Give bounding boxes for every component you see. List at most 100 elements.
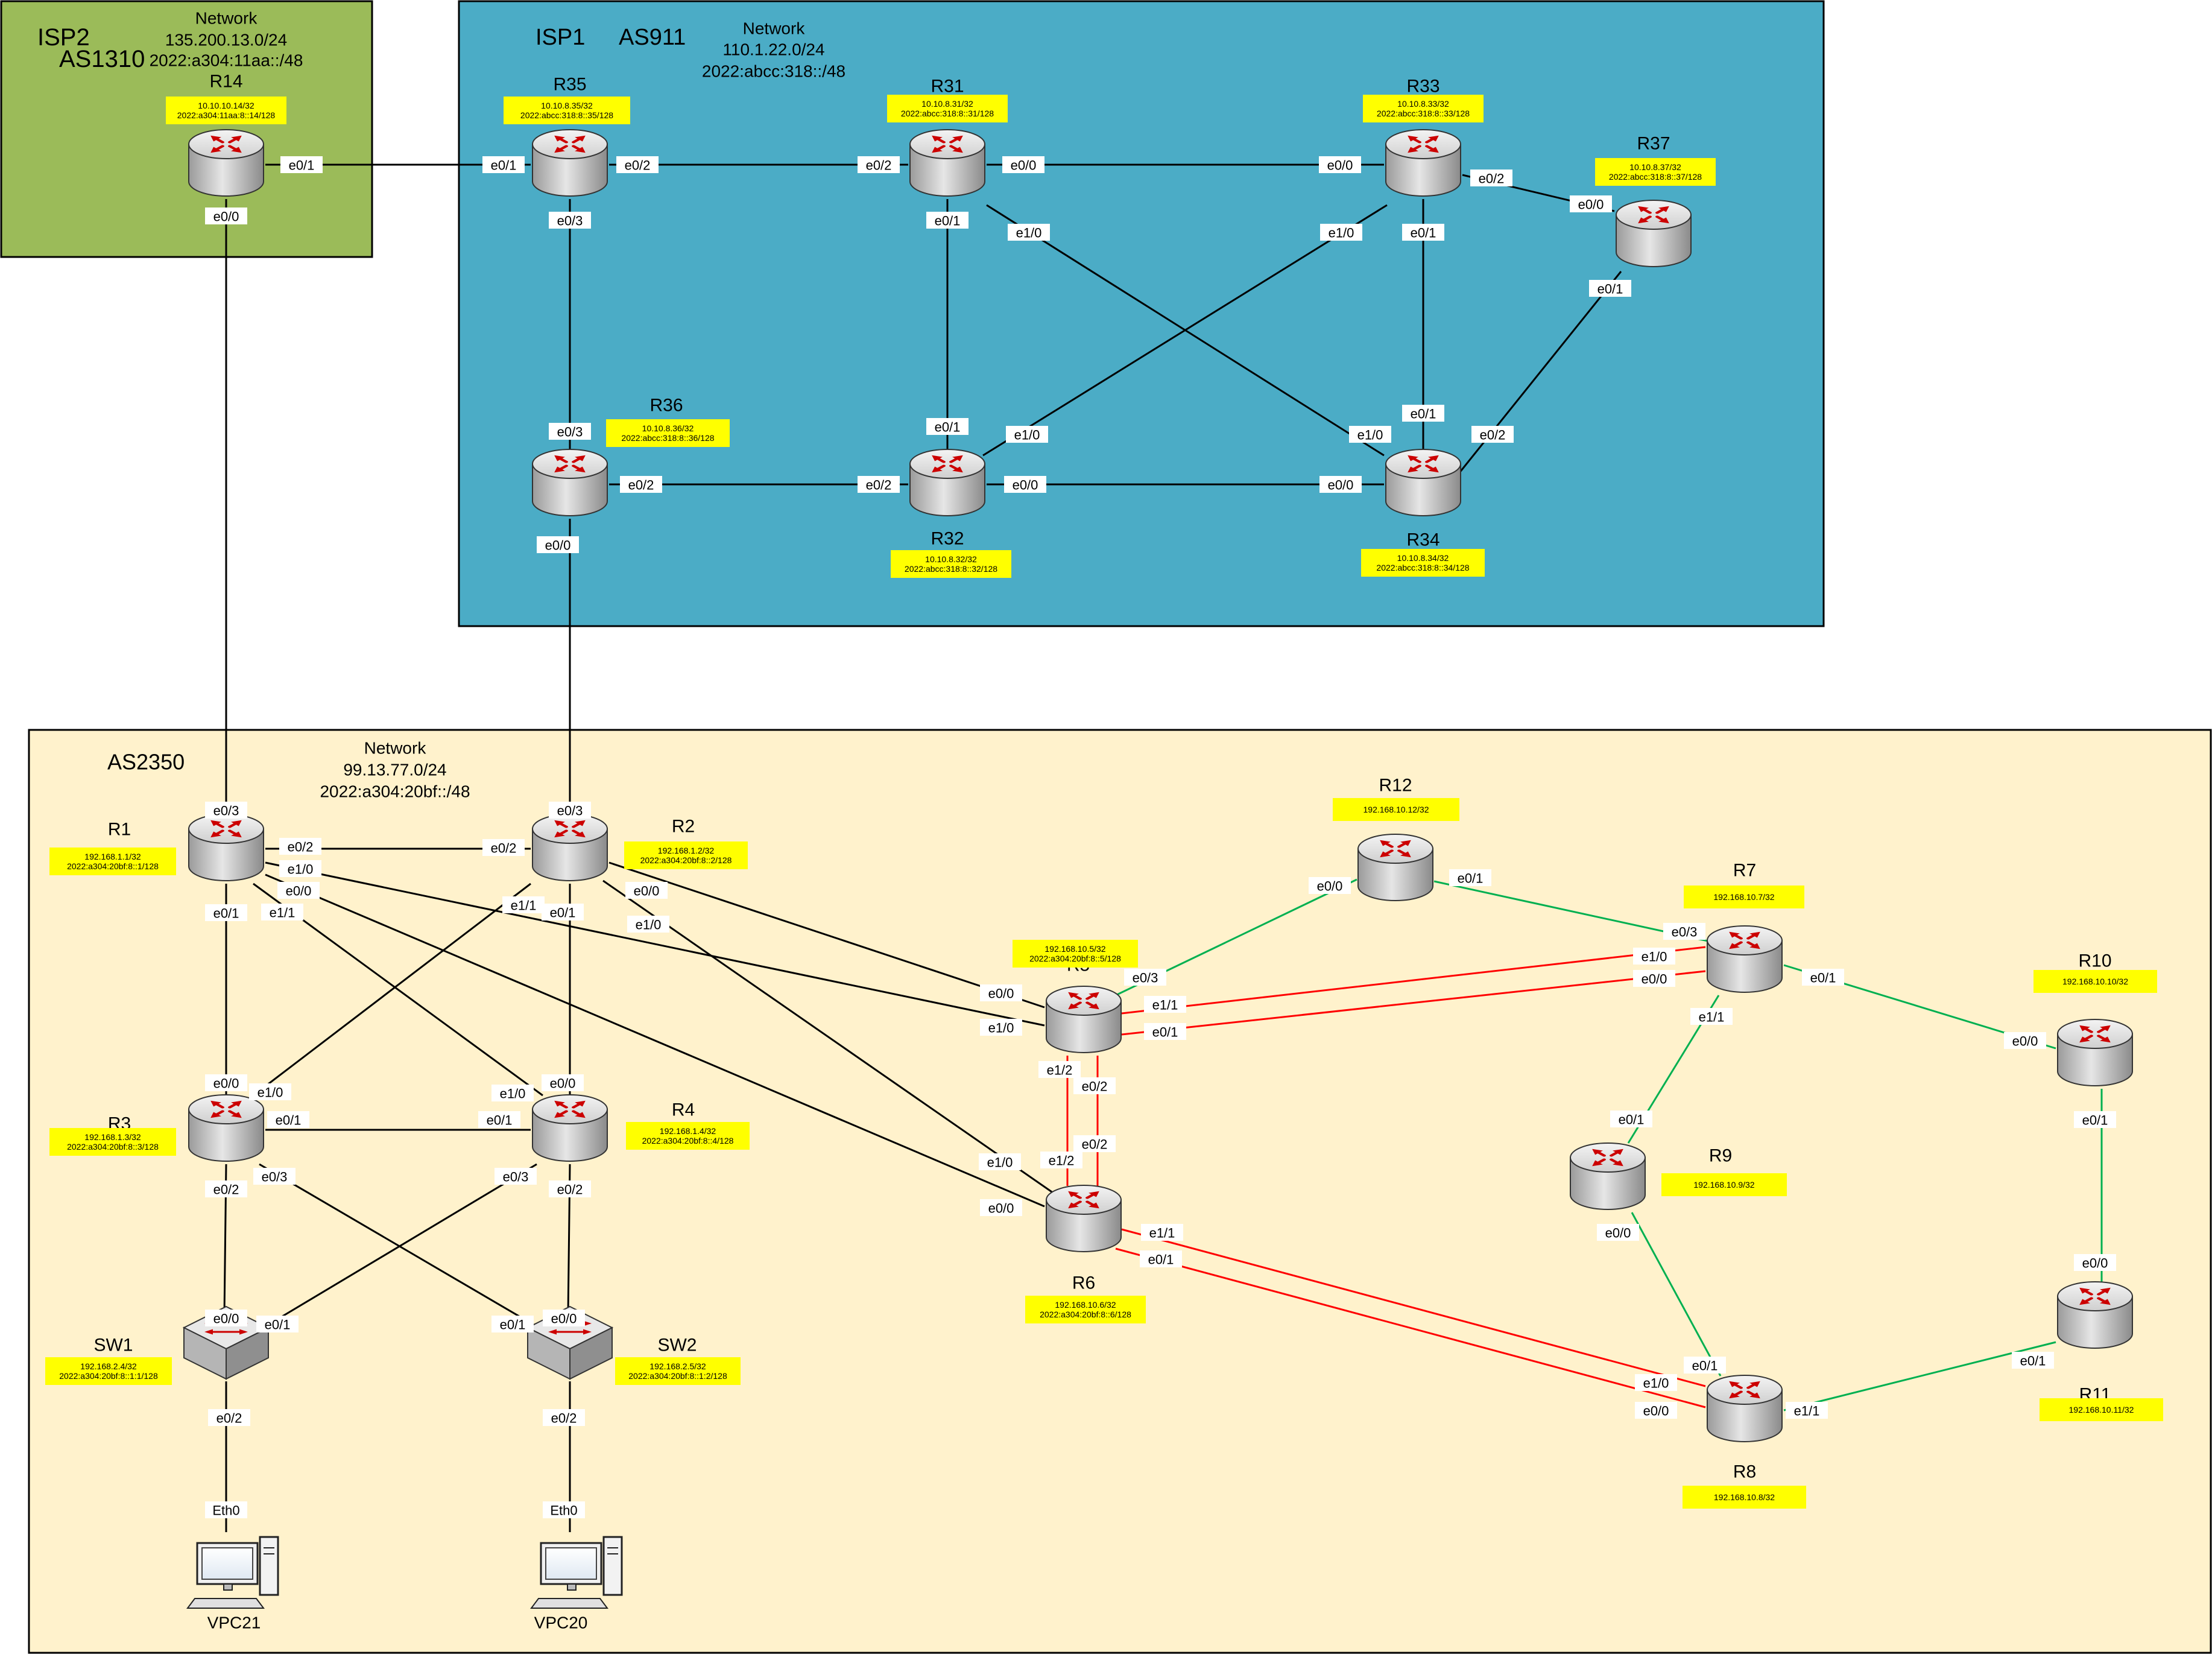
port-label: e0/2 xyxy=(1073,1135,1116,1152)
port-label-text: e0/0 xyxy=(1328,478,1354,493)
pc-icon[interactable] xyxy=(186,1536,279,1609)
port-label: Eth0 xyxy=(543,1501,585,1518)
node-name: R7 xyxy=(1733,861,1756,881)
router-icon[interactable] xyxy=(188,129,264,197)
area-as-number: AS911 xyxy=(619,25,686,50)
port-label-text: e1/0 xyxy=(1643,1376,1669,1391)
address-label-bg xyxy=(166,97,286,124)
port-label: e1/0 xyxy=(980,1019,1022,1036)
router-icon[interactable] xyxy=(1707,1375,1783,1442)
port-label: e0/0 xyxy=(1309,877,1351,894)
router-arrows-icon xyxy=(1729,1381,1760,1399)
port-label: e0/0 xyxy=(1633,970,1675,987)
router-icon[interactable] xyxy=(1046,1185,1122,1252)
port-label: e0/1 xyxy=(1802,969,1844,986)
address-text: 2022:a304:20bf:8::1:2/128 xyxy=(628,1371,727,1381)
port-label-text: e0/2 xyxy=(213,1182,239,1197)
port-label-text: e0/0 xyxy=(988,986,1014,1001)
port-label: e0/1 xyxy=(491,1316,534,1332)
router-icon[interactable] xyxy=(1570,1142,1646,1210)
router-icon[interactable] xyxy=(532,814,608,881)
port-label: e0/3 xyxy=(549,423,591,440)
node-vpc21[interactable]: VPC21 xyxy=(186,1536,279,1632)
port-label-text: e0/0 xyxy=(1642,972,1667,987)
port-label-text: e0/1 xyxy=(1458,871,1484,886)
address-label-bg xyxy=(624,841,748,869)
port-label: e1/0 xyxy=(249,1083,291,1100)
address-label-bg xyxy=(1683,1486,1806,1509)
port-label: e0/0 xyxy=(205,1310,247,1326)
port-label-text: e0/0 xyxy=(2082,1256,2108,1271)
router-icon[interactable] xyxy=(188,1094,264,1162)
port-label-text: e0/3 xyxy=(213,803,239,819)
router-icon[interactable] xyxy=(188,814,264,881)
node-vpc20[interactable]: VPC20 xyxy=(530,1536,623,1632)
address-text: 192.168.1.4/32 xyxy=(660,1126,716,1136)
link-r2-r3 xyxy=(253,882,531,1097)
router-icon[interactable] xyxy=(1385,129,1461,197)
node-name: R9 xyxy=(1709,1146,1732,1166)
port-label-text: e0/2 xyxy=(1479,171,1505,186)
address-text: 192.168.10.8/32 xyxy=(1714,1492,1775,1502)
port-label: e0/1 xyxy=(1449,869,1491,886)
address-text: 2022:a304:20bf:8::2/128 xyxy=(640,855,732,865)
port-label-text: e0/2 xyxy=(551,1411,577,1426)
router-icon[interactable] xyxy=(532,129,608,197)
pc-icon[interactable] xyxy=(530,1536,623,1609)
router-arrows-icon xyxy=(2079,1025,2111,1043)
area-isp1-box xyxy=(458,0,1825,627)
port-label: e1/2 xyxy=(1040,1152,1082,1168)
router-icon[interactable] xyxy=(1707,925,1783,993)
port-label-text: e0/2 xyxy=(216,1411,242,1426)
port-label: e1/1 xyxy=(1786,1402,1828,1419)
port-label: e0/1 xyxy=(926,212,969,229)
router-arrows-icon xyxy=(1380,840,1411,858)
port-label-text: e0/3 xyxy=(503,1170,529,1185)
node-r14[interactable]: R1410.10.10.14/322022:a304:11aa:8::14/12… xyxy=(166,72,286,197)
port-label: e0/2 xyxy=(616,156,659,173)
port-label: e1/0 xyxy=(979,1153,1021,1170)
router-icon[interactable] xyxy=(909,449,985,516)
router-arrows-icon xyxy=(210,820,242,838)
router-icon[interactable] xyxy=(2057,1019,2133,1086)
port-label-text: e0/2 xyxy=(491,841,517,856)
router-icon[interactable] xyxy=(532,449,608,516)
router-arrows-icon xyxy=(1729,931,1760,949)
router-icon[interactable] xyxy=(1385,449,1461,516)
port-label: e0/1 xyxy=(256,1316,299,1332)
router-icon[interactable] xyxy=(1616,200,1692,267)
router-icon[interactable] xyxy=(1046,986,1122,1053)
router-icon[interactable] xyxy=(532,1094,608,1162)
node-name: SW2 xyxy=(657,1336,697,1355)
router-arrows-icon xyxy=(554,455,586,473)
port-label-text: e0/0 xyxy=(1013,478,1038,493)
router-icon[interactable] xyxy=(909,129,985,197)
port-label-text: e0/1 xyxy=(1619,1112,1645,1127)
router-icon[interactable] xyxy=(1357,834,1433,901)
router-icon[interactable] xyxy=(2057,1281,2133,1349)
